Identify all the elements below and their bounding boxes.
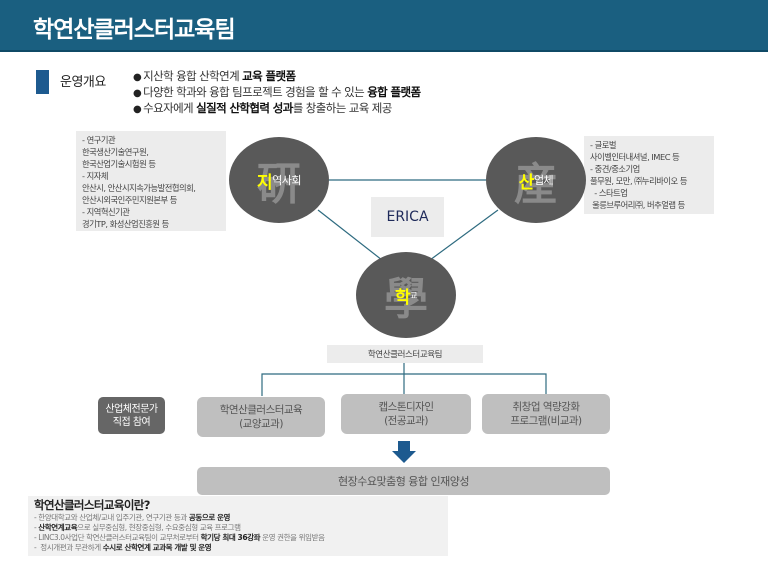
info-line: 풀무원, 모만, ㈜누리바이오 등 [590, 176, 687, 186]
hanja-watermark: 産 [514, 159, 558, 210]
info-line: - 중견/중소기업 [590, 164, 640, 174]
info-line: 울릉브루어리㈜, 버추얼랩 등 [590, 200, 685, 210]
program-title: 학연산클러스터교육 [219, 404, 303, 416]
about-bold: 수시로 산학연계 교과목 개발 및 운영 [102, 543, 212, 552]
overview-bold: 융합 플랫폼 [367, 85, 421, 99]
about-text: 운영 권한을 위임받음 [260, 533, 325, 542]
about-text: - LINC3.0사업단 학연산클러스터교육팀이 교무처로부터 [34, 533, 201, 542]
about-text: - 한양대학교와 산업체/교내 입주기관, 연구기관 등과 [34, 513, 189, 522]
node-label-rest: 업체 [533, 174, 554, 187]
overview-bold: 교육 플랫폼 [242, 69, 296, 83]
program-title: 취창업 역량강화 [512, 401, 580, 413]
info-line: - 글로벌 [590, 140, 617, 150]
about-text: - [34, 523, 39, 532]
hanja-watermark: 硏 [257, 159, 301, 210]
about-line: - 한양대학교와 산업체/교내 입주기관, 연구기관 등과 공동으로 운영 [34, 513, 442, 523]
info-line: 안산시, 안산시지속가능발전협의회, [82, 183, 196, 193]
result-bar: 현장수요맞춤형 융합 인재양성 [197, 467, 610, 495]
about-bold: 산학연계교육 [38, 523, 78, 532]
program-subtitle: 프로그램(비교과) [510, 415, 582, 427]
about-line: - 정시개편과 무관하게 수시로 산학연계 교과목 개발 및 운영 [34, 543, 442, 553]
expert-participation-box: 산업체전문가 직접 참여 [98, 397, 165, 434]
about-bold: 공동으로 운영 [188, 513, 231, 522]
down-arrow-icon [392, 441, 416, 463]
connector-jiyeok-hak [317, 209, 383, 261]
info-line: 경기TP, 화성산업진흥원 등 [82, 219, 169, 229]
about-line: - 산학연계교육으로 실무중심형, 현장중심형, 수요중심형 교육 프로그램 [34, 523, 442, 533]
info-line: - 연구기관 [82, 135, 116, 145]
node-label-highlight: 학 [394, 287, 411, 308]
overview-bold: 실질적 산학협력 성과 [196, 101, 293, 115]
team-label: 학연산클러스터교육팀 [327, 345, 483, 363]
node-label-rest: 교 [410, 290, 417, 300]
overview-text: 지산학 융합 산학연계 [143, 69, 243, 83]
overview-text: 다양한 학과와 융합 팀프로젝트 경험을 할 수 있는 [143, 85, 368, 99]
overview-item: ●수요자에게 실질적 산학협력 성과를 창출하는 교육 제공 [133, 101, 421, 117]
connector-san-hak [429, 209, 499, 261]
info-box-industry: - 글로벌 사이벨인터내셔널, IMEC 등 - 중견/중소기업 풀무원, 모만… [584, 136, 714, 214]
info-line: - 지역혁신기관 [82, 207, 130, 217]
expert-line: 직접 참여 [112, 416, 151, 428]
about-text: - 정시개편과 무관하게 [34, 543, 103, 552]
section-label: 운영개요 [60, 75, 106, 90]
about-bold: 학기당 최대 36강좌 [200, 533, 261, 542]
info-line: - 지자체 [82, 171, 109, 181]
bullet-icon: ● [133, 104, 142, 115]
program-subtitle: (교양교과) [239, 418, 283, 430]
program-subtitle: (전공교과) [384, 415, 428, 427]
about-title: 학연산클러스터교육이란? [34, 498, 150, 512]
header-bar: 학연산클러스터교육팀 [0, 0, 768, 52]
overview-item: ●지산학 융합 산학연계 교육 플랫폼 [133, 69, 421, 85]
node-label-rest: 역사회 [272, 174, 301, 187]
node-label-highlight: 산 [518, 172, 535, 193]
erica-label: ERICA [371, 197, 444, 237]
hanja-watermark: 學 [384, 274, 428, 325]
bullet-icon: ● [133, 72, 142, 83]
overview-tail: 를 창출하는 교육 제공 [292, 101, 393, 115]
program-box-cluster: 학연산클러스터교육 (교양교과) [197, 397, 325, 437]
overview-item: ●다양한 학과와 융합 팀프로젝트 경험을 할 수 있는 융합 플랫폼 [133, 85, 421, 101]
info-line: 한국산업기술시험원 등 [82, 159, 156, 169]
program-box-career: 취창업 역량강화 프로그램(비교과) [482, 394, 610, 434]
section-marker [36, 70, 49, 94]
about-line: - LINC3.0사업단 학연산클러스터교육팀이 교무처로부터 학기당 최대 3… [34, 533, 442, 543]
bullet-icon: ● [133, 88, 142, 99]
info-line: 안산시외국인주민지원본부 등 [82, 195, 177, 205]
program-title: 캡스톤디자인 [378, 401, 434, 413]
overview-text: 수요자에게 [143, 101, 197, 115]
program-box-capstone: 캡스톤디자인 (전공교과) [341, 394, 471, 434]
about-box: 학연산클러스터교육이란? - 한양대학교와 산업체/교내 입주기관, 연구기관 … [28, 496, 448, 556]
info-line: 한국생산기술연구원, [82, 147, 149, 157]
info-line: - 스타트업 [590, 188, 628, 198]
overview-list: ●지산학 융합 산학연계 교육 플랫폼 ●다양한 학과와 융합 팀프로젝트 경험… [133, 69, 421, 117]
info-line: 사이벨인터내셔널, IMEC 등 [590, 152, 680, 162]
info-box-community: - 연구기관 한국생산기술연구원, 한국산업기술시험원 등 - 지자체 안산시,… [76, 131, 226, 231]
about-text: 으로 실무중심형, 현장중심형, 수요중심형 교육 프로그램 [77, 523, 241, 532]
expert-line: 산업체전문가 [105, 403, 158, 415]
node-label-highlight: 지 [256, 172, 273, 193]
page-title: 학연산클러스터교육팀 [33, 17, 236, 43]
